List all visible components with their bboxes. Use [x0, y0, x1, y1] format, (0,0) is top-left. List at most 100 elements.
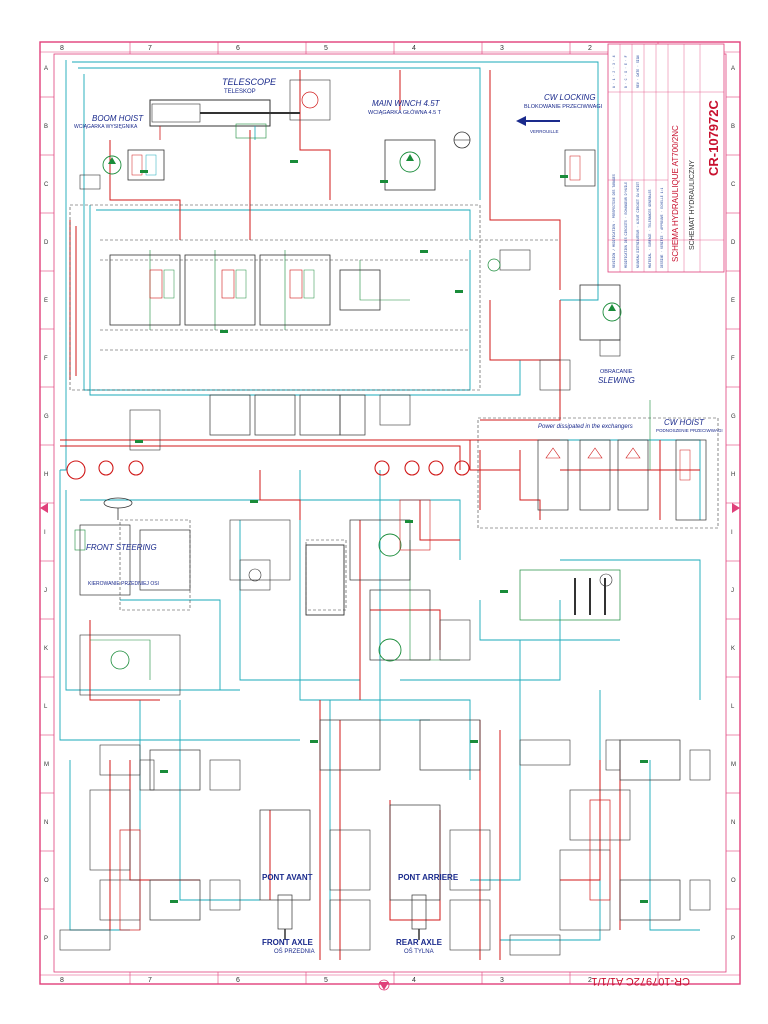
svg-text:I: I	[731, 530, 733, 536]
zone-labels-bottom: 8 7 6 5 4 3 2	[60, 977, 592, 984]
pont-arriere-label: PONT ARRIERE	[398, 873, 459, 882]
svg-text:A: A	[731, 66, 735, 72]
boom-hoist-subtitle: WCIĄGARKA WYSIĘGNIKA	[74, 124, 138, 130]
svg-text:M: M	[731, 762, 736, 768]
main-winch-subtitle: WCIĄGARKA GŁÓWNA 4.5 T	[368, 109, 442, 116]
exchangers-section: Power dissipated in the exchangers	[519, 424, 649, 621]
cw-locking-title: CW LOCKING	[544, 93, 596, 102]
locking-arrow-label: VERROUILLE	[530, 129, 559, 134]
svg-text:4: 4	[412, 977, 416, 984]
slewing-motor-icon	[539, 284, 622, 391]
main-winch-section: MAIN WINCH 4.5T WCIĄGARKA GŁÓWNA 4.5 T	[289, 79, 471, 191]
bottom-cylinders	[119, 739, 621, 931]
center-mark-left	[40, 503, 48, 513]
svg-text:O: O	[44, 878, 49, 884]
front-steering-section: FRONT STEERING KIEROWANIE PRZEDNIEJ OSI	[74, 497, 191, 696]
rear-axle-title: REAR AXLE	[396, 938, 443, 947]
svg-text:B · C · D · E · F: B · C · D · E · F	[624, 55, 628, 88]
cw-hoist-title: CW HOIST	[664, 418, 705, 427]
svg-text:J: J	[731, 588, 734, 594]
title-pl: SCHEMAT HYDRAULICZNY	[689, 160, 696, 250]
cw-hoist-subtitle: PODNOSZENIE PRZECIWWAGI	[656, 428, 723, 433]
svg-text:C: C	[731, 182, 736, 188]
svg-text:L: L	[731, 704, 735, 710]
telescope-subtitle: TELESKOP	[224, 89, 256, 95]
svg-text:K: K	[731, 646, 735, 652]
rear-axle-subtitle: OŚ TYLNA	[404, 947, 434, 955]
slewing-section: OBRACANIE SLEWING	[539, 284, 635, 391]
svg-text:A: A	[44, 66, 48, 72]
svg-text:4: 4	[412, 45, 416, 52]
svg-text:MODIFICATION DES CIRCUITS · EC: MODIFICATION DES CIRCUITS · ECHANGEUR D'…	[624, 182, 628, 268]
front-axle-subtitle: OŚ PRZEDNIA	[274, 947, 315, 955]
svg-text:P: P	[44, 936, 48, 942]
pont-avant-label: PONT AVANT	[262, 873, 313, 882]
svg-text:7: 7	[148, 977, 152, 984]
title-fr: SCHEMA HYDRAULIQUE AT700/2NC	[671, 125, 680, 262]
svg-text:G: G	[44, 414, 49, 420]
cw-hoist-section: CW HOIST PODNOSZENIE PRZECIWWAGI	[656, 418, 723, 521]
svg-text:E: E	[731, 298, 735, 304]
slewing-subtitle: OBRACANIE	[600, 369, 633, 375]
svg-text:6: 6	[236, 45, 240, 52]
svg-text:O: O	[731, 878, 736, 884]
svg-text:MATERIAL · SURFACE · TOLERANCE: MATERIAL · SURFACE · TOLERANCES GENERALE…	[648, 189, 652, 268]
main-winch-title: MAIN WINCH 4.5T	[372, 99, 441, 108]
svg-text:REVISION / MODIFICATION · PERS: REVISION / MODIFICATION · PERSPECTIVE DE…	[612, 174, 616, 268]
svg-text:7: 7	[148, 45, 152, 52]
svg-text:M: M	[44, 762, 49, 768]
boom-hoist-section: BOOM HOIST WCIĄGARKA WYSIĘGNIKA	[74, 114, 165, 190]
drawing-number: CR-107972C	[706, 100, 721, 176]
svg-text:2: 2	[588, 45, 592, 52]
center-mark-right	[732, 503, 740, 513]
svg-text:D: D	[44, 240, 49, 246]
front-steering-title: FRONT STEERING	[86, 543, 157, 552]
cw-locking-subtitle: BLOKOWANIE PRZECIWWAGI	[524, 104, 603, 110]
cw-locking-section: CW LOCKING BLOKOWANIE PRZECIWWAGI VERROU…	[487, 93, 603, 272]
title-block: SCHEMA HYDRAULIQUE AT700/2NC SCHEMAT HYD…	[607, 43, 725, 273]
zone-labels-left: A B C D E F G H I J K L M N O P	[44, 66, 49, 942]
svg-text:3: 3	[500, 977, 504, 984]
central-valve-block	[229, 499, 471, 662]
slewing-title: SLEWING	[598, 376, 635, 385]
control-valve-bank	[109, 254, 411, 451]
svg-text:5: 5	[324, 45, 328, 52]
svg-text:8: 8	[60, 977, 64, 984]
svg-text:5: 5	[324, 977, 328, 984]
main-winch-motor-icon	[289, 79, 471, 191]
svg-text:L: L	[44, 704, 48, 710]
svg-text:D: D	[731, 240, 736, 246]
svg-text:B: B	[731, 124, 735, 130]
svg-text:H: H	[44, 472, 48, 478]
svg-text:F: F	[44, 356, 48, 362]
telescope-title: TELESCOPE	[222, 77, 277, 87]
zone-labels-right: A B C D E F G H I J K L M N O P	[731, 66, 736, 942]
svg-text:F: F	[731, 356, 735, 362]
svg-text:I: I	[44, 530, 46, 536]
svg-text:6: 6	[236, 977, 240, 984]
axle-cylinders	[277, 894, 427, 940]
locking-arrow-icon	[516, 116, 560, 126]
svg-text:3: 3	[500, 45, 504, 52]
svg-text:G: G	[731, 414, 736, 420]
telescope-section: TELESCOPE TELESKOP	[149, 77, 300, 140]
svg-text:8: 8	[60, 45, 64, 52]
svg-text:J: J	[44, 588, 47, 594]
component-tags	[135, 160, 648, 903]
drawing-frame	[39, 41, 741, 985]
svg-text:REV · DATE · SIGN: REV · DATE · SIGN	[636, 55, 640, 88]
boom-hoist-motor-icon	[79, 149, 165, 190]
svg-text:E: E	[44, 298, 48, 304]
svg-text:A · 1 · 2 · 3 · 4: A · 1 · 2 · 3 · 4	[612, 55, 616, 88]
power-dissipated-title: Power dissipated in the exchangers	[538, 424, 633, 430]
svg-text:B: B	[44, 124, 48, 130]
svg-text:N: N	[44, 820, 48, 826]
svg-text:N: N	[731, 820, 735, 826]
bottom-ref-circle	[378, 979, 390, 991]
bottom-drawing-number: CR-107972C A1/1/1	[592, 975, 690, 987]
steering-wheel-icon	[103, 497, 133, 520]
svg-text:H: H	[731, 472, 735, 478]
front-axle-title: FRONT AXLE	[262, 938, 313, 947]
svg-text:C: C	[44, 182, 49, 188]
